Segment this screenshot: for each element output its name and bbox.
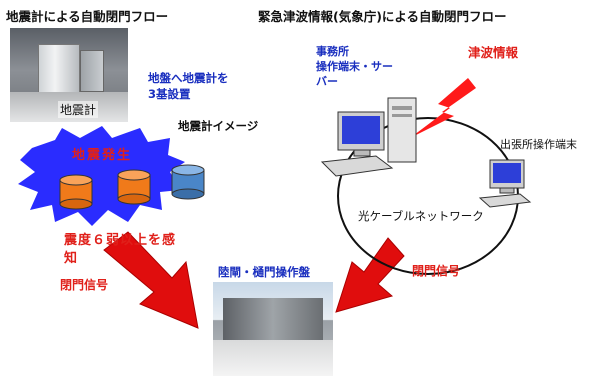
earthquake-burst <box>18 126 185 226</box>
right-flow-title: 緊急津波情報(気象庁)による自動閉門フロー <box>258 9 507 24</box>
office-computer-icon <box>320 97 417 177</box>
lightning-bolt-icon <box>410 78 476 138</box>
outpost-terminal-icon <box>478 159 532 208</box>
outpost-terminal-label: 出張所操作端末 <box>500 138 577 151</box>
intensity-label: 震度６弱以上を感 知 <box>64 233 177 266</box>
seismometer-cylinder-1 <box>59 174 93 210</box>
seismometer-cylinder-2 <box>117 169 151 205</box>
gate-panel-label: 陸閘・樋門操作盤 <box>218 265 310 279</box>
tsunami-info-label: 津波情報 <box>468 45 519 60</box>
seismometer-photo-label: 地震計 <box>58 101 99 118</box>
close-signal-label-right: 閉門信号 <box>412 264 461 278</box>
office-terminal-label: 事務所 操作端末・サー バー <box>316 45 393 88</box>
seismometer-photo: 地震計 <box>10 28 128 122</box>
gate-panel-photo <box>213 282 333 376</box>
close-signal-arrow-right <box>335 237 405 313</box>
seismometer-cylinder-3 <box>171 164 205 200</box>
optical-network-label: 光ケーブルネットワーク <box>358 209 484 223</box>
left-flow-title: 地震計による自動閉門フロー <box>6 9 169 24</box>
seismometer-image-label: 地震計イメージ <box>178 119 259 133</box>
close-signal-arrow-left <box>103 231 199 329</box>
install-note: 地盤へ地震計を 3基設置 <box>148 71 229 101</box>
earthquake-label: 地震発生 <box>72 148 133 163</box>
close-signal-label-left: 閉門信号 <box>60 278 109 292</box>
